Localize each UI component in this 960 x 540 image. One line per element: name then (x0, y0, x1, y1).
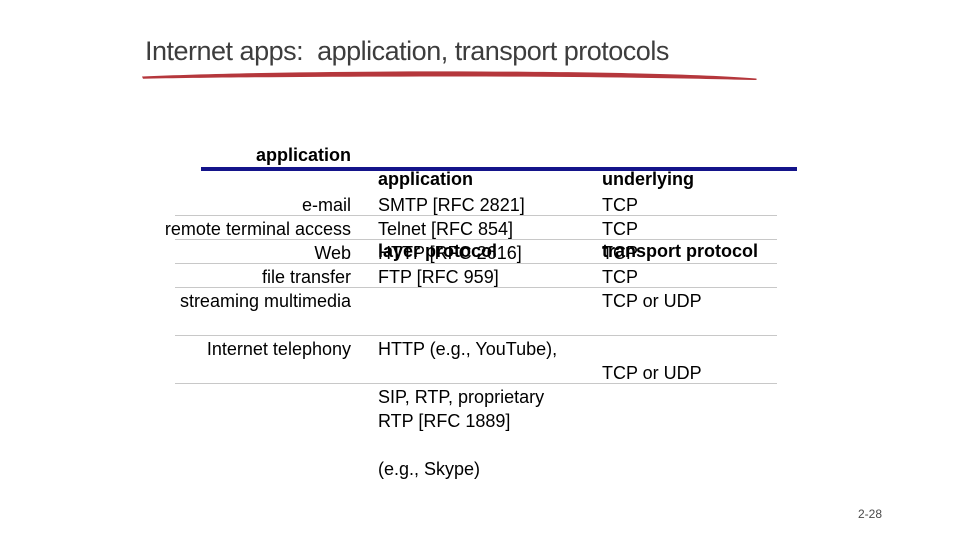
protocol-cell: HTTP [RFC 2616] (378, 243, 522, 263)
header-underline-rule (201, 167, 797, 171)
table-header-app-layer-protocol: application layer protocol (378, 119, 608, 311)
transport-cell: TCP (602, 195, 638, 215)
protocol-cell: SIP, RTP, proprietary (e.g., Skype) (378, 337, 608, 529)
row-separator (175, 335, 777, 336)
hand-drawn-underline (142, 71, 757, 81)
app-cell: e-mail (301, 195, 351, 215)
header-line: application (378, 169, 474, 189)
transport-cell: TCP (602, 219, 638, 239)
slide-title: Internet apps: application, transport pr… (145, 36, 669, 66)
protocol-cell: SMTP [RFC 2821] (378, 195, 525, 215)
protocol-cell: Telnet [RFC 854] (378, 219, 514, 239)
row-separator (175, 383, 777, 384)
app-cell: remote terminal access (164, 219, 351, 239)
transport-cell: TCP (602, 267, 638, 287)
protocol-line: SIP, RTP, proprietary (378, 387, 545, 407)
table-header-transport-protocol: underlying transport protocol (602, 119, 782, 311)
protocol-line: RTP [RFC 1889] (378, 411, 511, 431)
row-separator (175, 263, 777, 264)
app-cell: Internet telephony (206, 339, 351, 359)
transport-cell: TCP or UDP (602, 363, 702, 383)
protocol-cell: FTP [RFC 959] (378, 267, 499, 287)
header-line: transport protocol (602, 241, 758, 261)
app-cell: file transfer (261, 267, 351, 287)
app-cell: Web (314, 243, 351, 263)
app-cell: streaming multimedia (179, 291, 351, 311)
protocol-cell: HTTP (e.g., YouTube), RTP [RFC 1889] (378, 289, 608, 481)
protocol-line: HTTP (e.g., YouTube), (378, 339, 558, 359)
transport-cell: TCP or UDP (602, 291, 702, 311)
row-separator (175, 287, 777, 288)
protocol-line: (e.g., Skype) (378, 459, 481, 479)
transport-cell: TCP (602, 243, 638, 263)
slide-number: 2-28 (858, 507, 883, 521)
row-separator (175, 215, 777, 216)
header-line: underlying (602, 169, 695, 189)
header-line: layer protocol (378, 241, 498, 261)
row-separator (175, 239, 777, 240)
table-header-application: application (255, 145, 351, 165)
